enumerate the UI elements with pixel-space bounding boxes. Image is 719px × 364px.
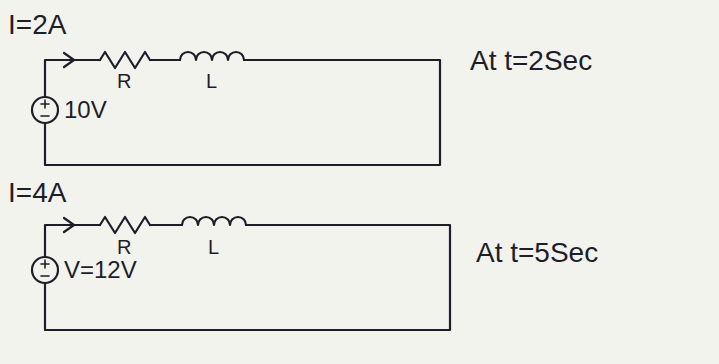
time-label: At t=5Sec (476, 238, 598, 269)
current-label: I=2A (8, 10, 66, 41)
component-label: L (208, 236, 219, 258)
resistor-symbol (100, 217, 150, 233)
wire (45, 225, 100, 257)
resistor-symbol (100, 52, 150, 68)
wire (150, 224, 182, 226)
inductor-symbol (182, 217, 246, 225)
current-arrow (64, 218, 74, 232)
voltage-source (32, 257, 58, 283)
time-label: At t=2Sec (470, 46, 592, 77)
wire (45, 225, 450, 330)
polarity-mark (41, 260, 49, 276)
wire (45, 60, 100, 97)
component-label: L (206, 70, 217, 92)
component-label: R (117, 236, 131, 258)
current-arrow (64, 53, 74, 67)
voltage-label: 10V (64, 97, 107, 123)
polarity-mark (41, 100, 49, 116)
voltage-label: V=12V (64, 257, 137, 283)
component-label: R (117, 70, 131, 92)
inductor-symbol (180, 52, 244, 60)
current-label: I=4A (8, 178, 66, 209)
voltage-source (32, 97, 58, 123)
wire (45, 60, 440, 165)
wire (150, 59, 180, 61)
